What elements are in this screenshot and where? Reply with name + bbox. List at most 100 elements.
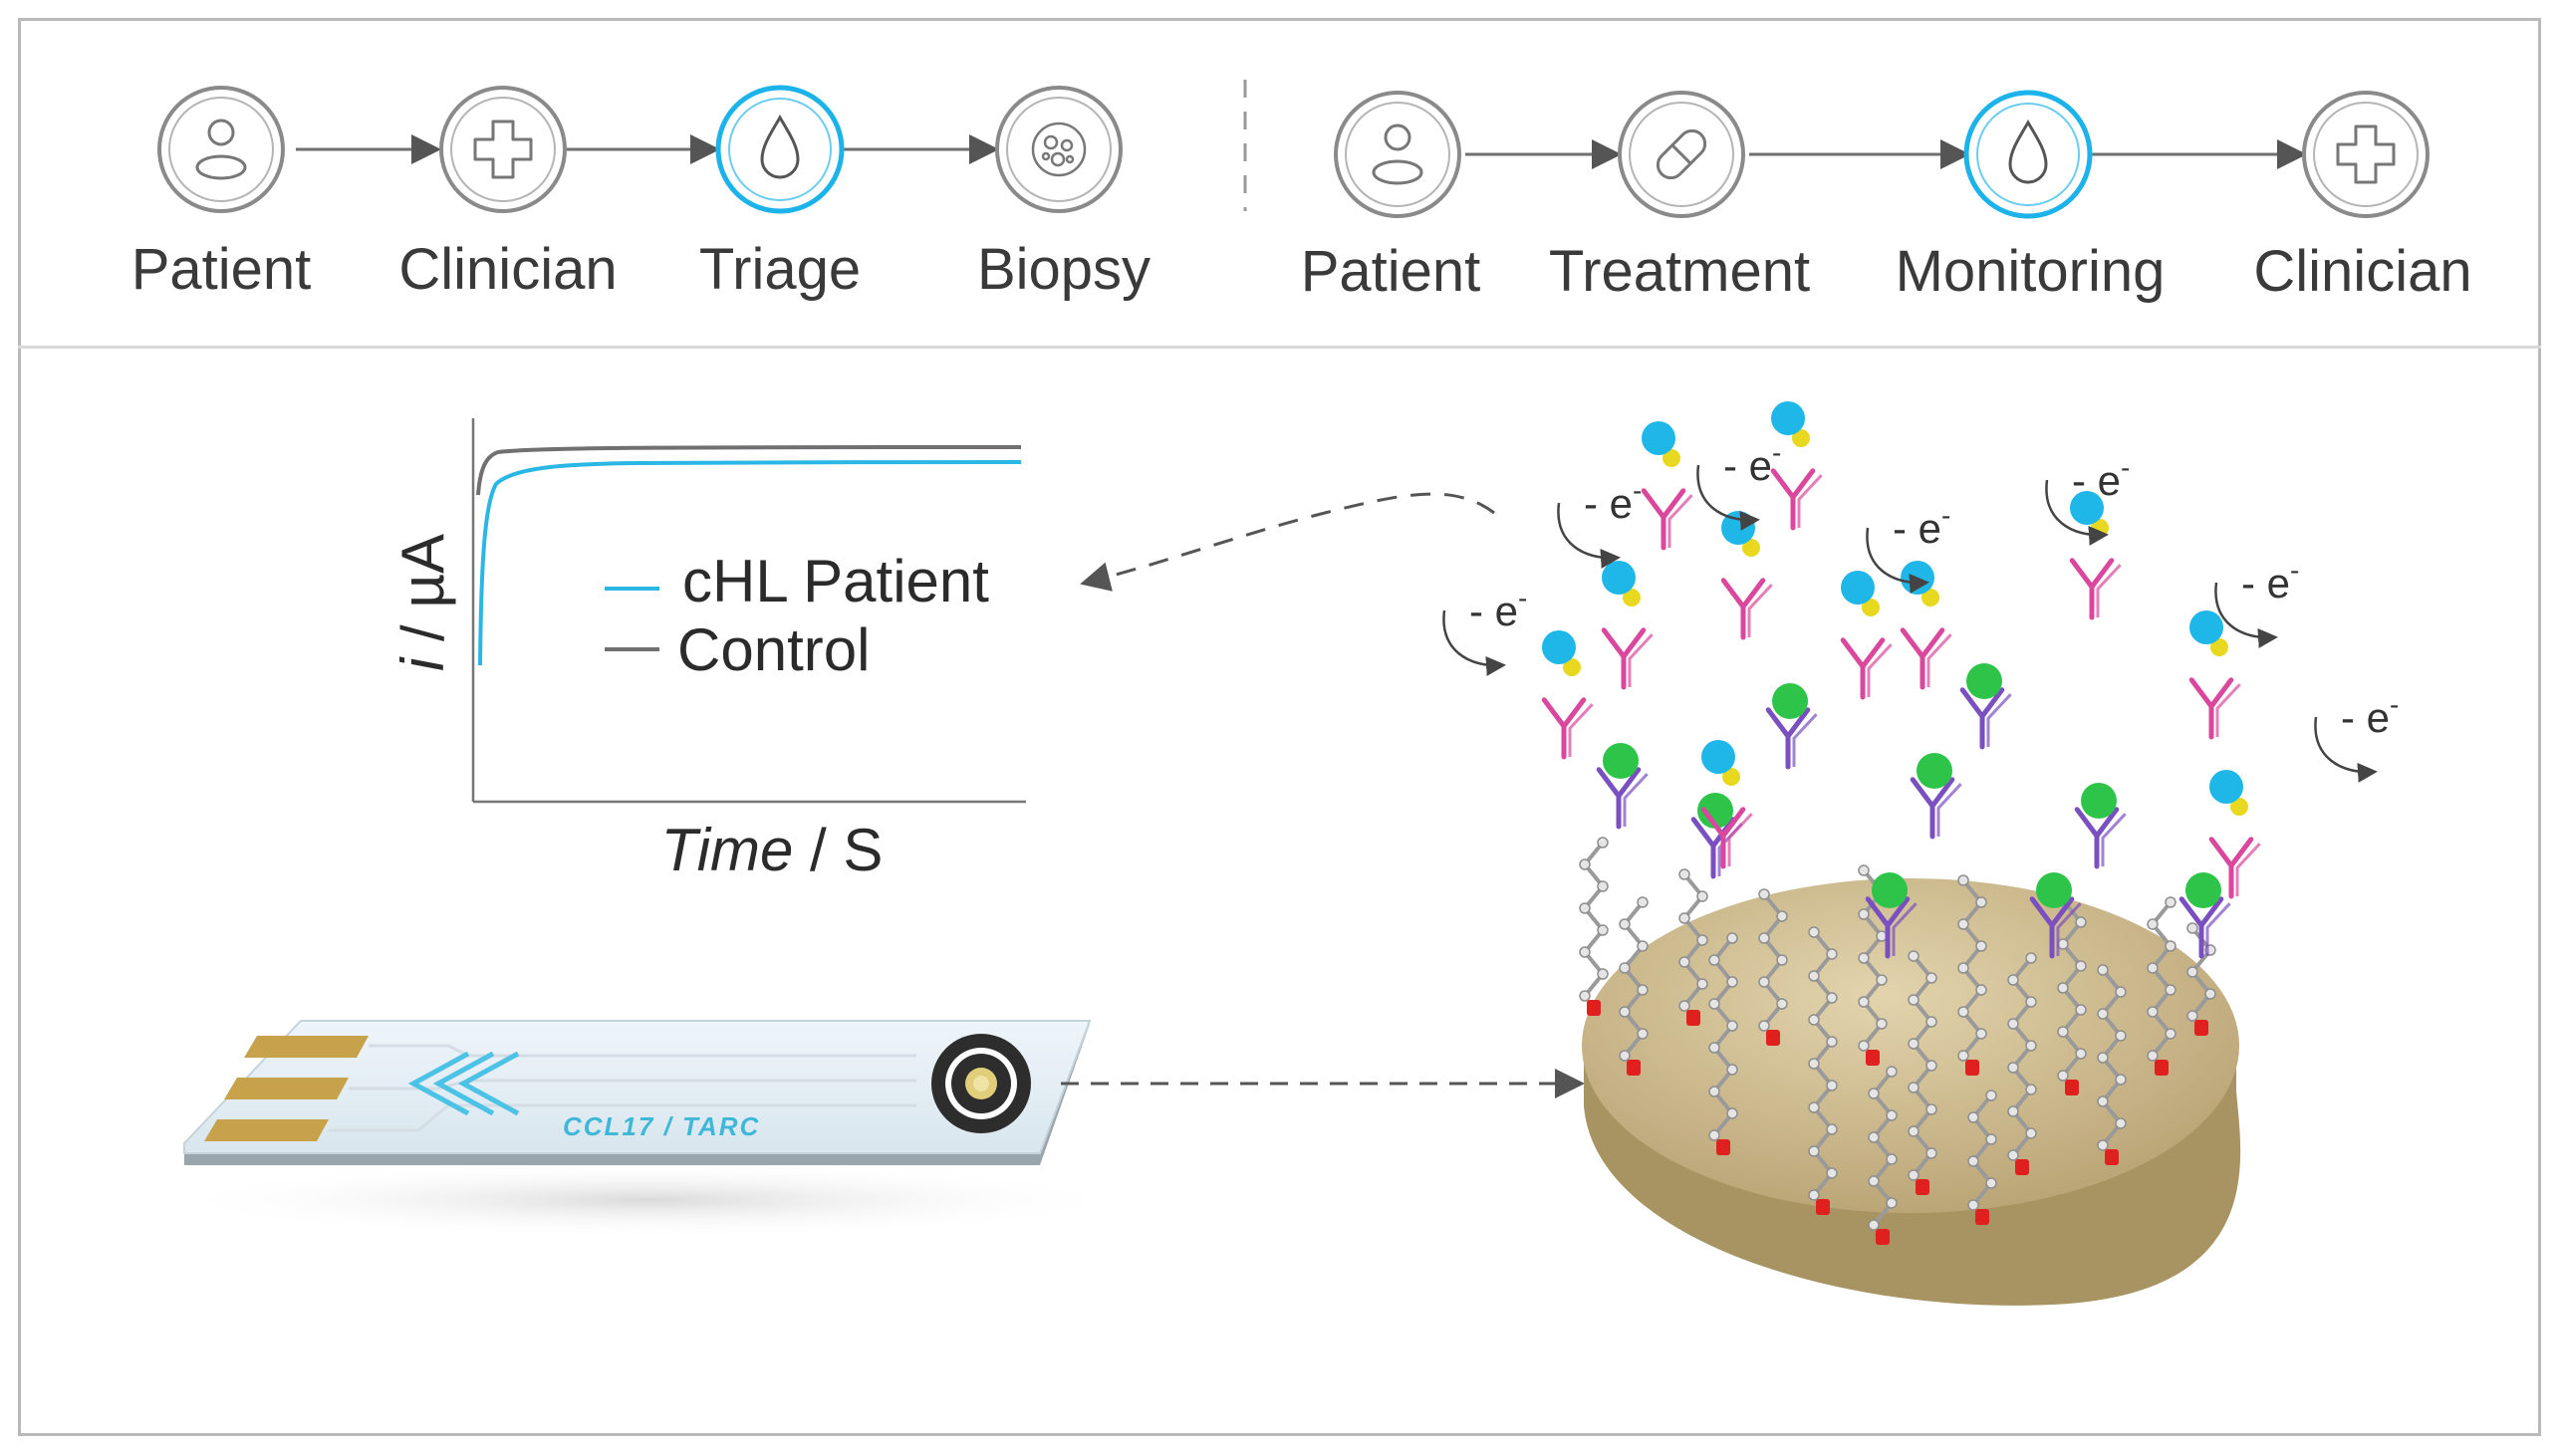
electron-transfer: - e- bbox=[2045, 452, 2130, 546]
thiol-linker bbox=[1708, 932, 1738, 1155]
y-axis-label: i / µA bbox=[389, 534, 456, 671]
enzyme-label bbox=[2209, 770, 2243, 804]
electron-label: - e- bbox=[1893, 500, 1950, 552]
strip-label: CCL17 / TARC bbox=[563, 1111, 760, 1141]
antigen bbox=[1697, 793, 1733, 829]
surface-molecules bbox=[1541, 401, 2261, 1245]
thiol-linker bbox=[1808, 926, 1838, 1215]
thiol-linker bbox=[1868, 1066, 1898, 1245]
antibody bbox=[1601, 627, 1654, 690]
step-clinician: Clinician bbox=[2253, 91, 2472, 304]
workflow-right: Patient Treatment Monitoring Clinician bbox=[1301, 90, 2472, 304]
electron-arrow bbox=[2314, 716, 2378, 783]
enzyme-label bbox=[1841, 571, 1875, 605]
electron-label: - e- bbox=[2072, 452, 2130, 504]
label-marker bbox=[1722, 768, 1740, 786]
chevron-arrows-icon bbox=[407, 1051, 520, 1116]
step-monitoring: Monitoring bbox=[1896, 90, 2165, 304]
legend-label-patient: cHL Patient bbox=[682, 548, 989, 614]
electron-transfer-labels: - e-- e-- e-- e-- e-- e-- e- bbox=[1442, 437, 2399, 783]
workflow-left: Patient Clinician Triage bbox=[131, 85, 1151, 302]
thiol-linker bbox=[2186, 922, 2216, 1036]
antibody bbox=[1641, 488, 1693, 551]
antibody bbox=[1959, 687, 2012, 750]
antibody bbox=[1900, 627, 1952, 690]
label-marker bbox=[1862, 599, 1880, 616]
step-label: Clinician bbox=[398, 237, 617, 302]
step-label: Biopsy bbox=[977, 237, 1151, 302]
enzyme-label bbox=[2070, 491, 2104, 525]
thiol-linker bbox=[1678, 868, 1708, 1026]
cell-biopsy-icon bbox=[1031, 121, 1087, 177]
enzyme-label bbox=[1642, 421, 1675, 455]
electron-label: - e- bbox=[1469, 583, 1527, 634]
antibody bbox=[1596, 767, 1649, 830]
electron-arrow bbox=[1866, 527, 1929, 594]
label-marker bbox=[1792, 429, 1810, 447]
x-axis-label: Time / S bbox=[661, 817, 884, 883]
label-marker bbox=[1623, 589, 1641, 607]
step-treatment: Treatment bbox=[1549, 91, 1810, 304]
antibody bbox=[1840, 637, 1893, 700]
electron-arrow bbox=[2045, 479, 2109, 546]
thiol-linker bbox=[2147, 896, 2177, 1076]
thiol-linker bbox=[2007, 952, 2037, 1175]
electron-transfer: - e- bbox=[1696, 437, 1781, 531]
person-icon bbox=[195, 119, 247, 180]
electron-arrow bbox=[1557, 502, 1621, 569]
antibody bbox=[2029, 896, 2082, 959]
step-label: Treatment bbox=[1549, 239, 1810, 304]
thiol-linker bbox=[1957, 874, 1987, 1076]
antigen bbox=[2036, 872, 2072, 908]
amperometry-plot: i / µA Time / S cHL Patient Control bbox=[389, 418, 1026, 883]
antibody bbox=[1700, 807, 1753, 869]
label-marker bbox=[1742, 539, 1760, 557]
step-label: Patient bbox=[1301, 239, 1481, 304]
step-biopsy: Biopsy bbox=[977, 86, 1151, 302]
antigen bbox=[2185, 872, 2221, 908]
blood-drop-icon bbox=[760, 114, 800, 179]
antibody bbox=[2074, 807, 2127, 869]
control-curve bbox=[476, 445, 1022, 496]
thiol-linker bbox=[1579, 837, 1609, 1016]
antibody bbox=[1865, 896, 1918, 959]
strip-contacts bbox=[204, 1036, 369, 1141]
enzyme-label bbox=[1771, 401, 1805, 435]
thiol-linker bbox=[1758, 888, 1788, 1046]
enzyme-label bbox=[1542, 630, 1576, 664]
thiol-linker bbox=[1619, 896, 1649, 1076]
electron-label: - e- bbox=[1723, 437, 1781, 489]
electron-transfer: - e- bbox=[2314, 689, 2399, 783]
patient-curve bbox=[478, 460, 1022, 666]
section-divider bbox=[18, 346, 2541, 349]
label-marker bbox=[1663, 449, 1680, 467]
enzyme-label bbox=[2189, 610, 2223, 644]
thiol-linker bbox=[1967, 1090, 1997, 1225]
legend: cHL Patient Control bbox=[605, 548, 989, 683]
label-marker bbox=[2210, 638, 2228, 656]
step-clinician: Clinician bbox=[398, 86, 618, 302]
antigen bbox=[1772, 683, 1808, 719]
medical-cross-icon bbox=[473, 120, 533, 179]
medical-cross-icon bbox=[2336, 124, 2396, 184]
electron-arrow bbox=[1696, 464, 1760, 531]
signal-arrow bbox=[1080, 492, 1495, 592]
enzyme-label bbox=[1701, 740, 1735, 774]
label-marker bbox=[1563, 658, 1581, 676]
step-label: Patient bbox=[131, 237, 312, 302]
electron-arrow bbox=[2214, 582, 2278, 648]
step-patient: Patient bbox=[131, 86, 312, 302]
legend-label-control: Control bbox=[677, 616, 870, 683]
person-icon bbox=[1372, 123, 1423, 185]
antigen bbox=[1603, 743, 1639, 779]
electrode-icon bbox=[931, 1034, 1031, 1133]
step-triage: Triage bbox=[699, 85, 861, 302]
step-patient: Patient bbox=[1301, 91, 1481, 304]
antigen bbox=[2081, 783, 2117, 819]
antibody bbox=[2208, 837, 2261, 899]
antigen bbox=[1872, 872, 1908, 908]
antibody bbox=[2069, 558, 2122, 620]
electron-transfer: - e- bbox=[1866, 500, 1950, 594]
step-label: Triage bbox=[699, 237, 861, 302]
